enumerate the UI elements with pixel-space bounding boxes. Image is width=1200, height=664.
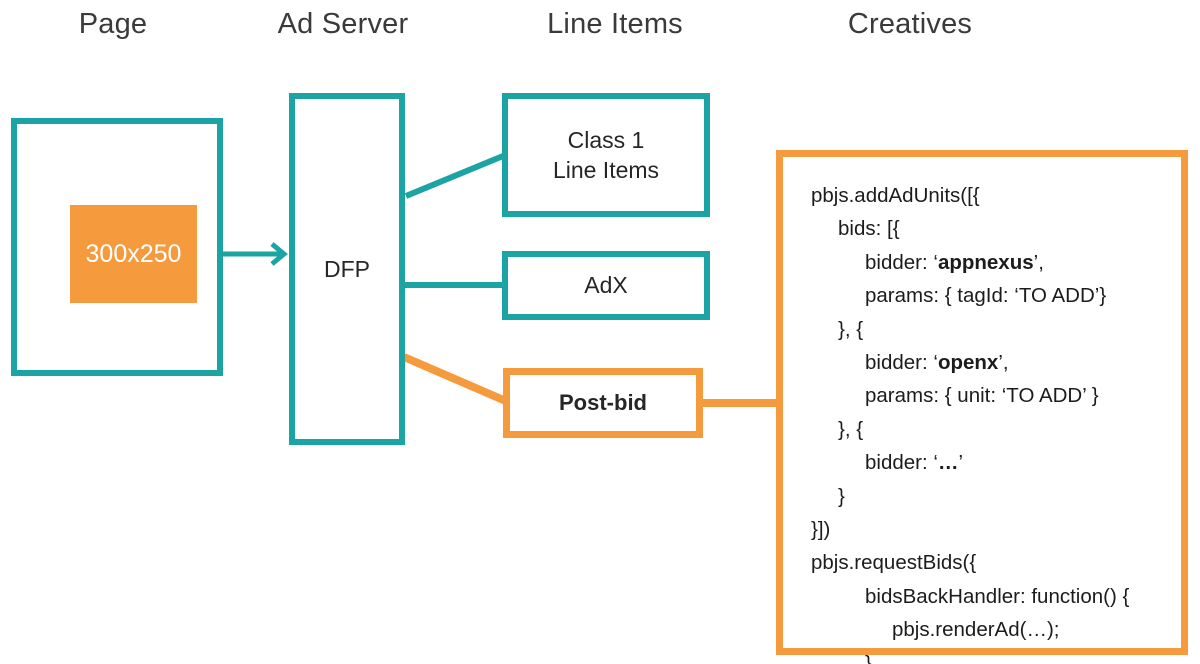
code-token: bids: [{ [838, 217, 900, 241]
code-token: } [838, 484, 845, 508]
code-line: bidder: ‘appnexus’, [811, 246, 1171, 279]
code-token: params: { unit: ‘TO ADD’ } [865, 384, 1099, 408]
code-token: bidsBackHandler: function() { [865, 584, 1130, 608]
code-token: bidder: ‘ [865, 250, 938, 274]
column-header-page: Page [78, 8, 148, 40]
code-token: ’ [958, 451, 963, 475]
code-token: bidder: ‘ [865, 351, 938, 375]
code-token: bidder: ‘ [865, 451, 938, 475]
line-item-box-post-bid-label: Post-bid [559, 390, 647, 416]
code-token-bold: openx [937, 351, 999, 375]
ad-server-box-label: DFP [324, 255, 370, 282]
ad-server-box-dfp[interactable]: DFP [289, 93, 405, 445]
code-token: }]) [811, 518, 831, 542]
line-item-box-class1[interactable]: Class 1 Line Items [502, 93, 710, 217]
code-line: bidder: ‘openx’, [811, 346, 1171, 379]
code-token-bold: appnexus [937, 250, 1034, 274]
creatives-code-box[interactable]: pbjs.addAdUnits([{bids: [{bidder: ‘appne… [776, 150, 1188, 664]
column-header-ad-server: Ad Server [277, 8, 409, 40]
code-token: } [865, 651, 872, 664]
code-token: pbjs.renderAd(…); [892, 618, 1060, 642]
creative-slot-300x250[interactable]: 300x250 [70, 205, 197, 303]
code-token: ’, [1033, 250, 1044, 274]
line-item-box-class1-label-line1: Class 1 [567, 126, 645, 153]
code-token: ’, [998, 351, 1009, 375]
code-token: }, { [838, 317, 864, 341]
code-line: }]) [811, 513, 1171, 546]
line-item-box-adx[interactable]: AdX [502, 251, 710, 320]
code-line: bidder: ‘…’ [811, 446, 1171, 479]
line-item-box-post-bid[interactable]: Post-bid [503, 368, 703, 438]
code-token-bold: … [937, 451, 959, 475]
line-item-box-adx-label: AdX [584, 272, 628, 299]
code-line: bids: [{ [811, 212, 1171, 245]
code-line: }, { [811, 413, 1171, 446]
code-line: pbjs.addAdUnits([{ [811, 179, 1171, 212]
column-header-creatives: Creatives [847, 8, 973, 40]
code-line: } [811, 480, 1171, 513]
code-line: } [811, 647, 1171, 664]
code-line: params: { unit: ‘TO ADD’ } [811, 379, 1171, 412]
code-line: pbjs.requestBids({ [811, 546, 1171, 579]
code-token: }, { [838, 417, 864, 441]
line-item-box-class1-label-line2: Line Items [552, 157, 660, 183]
code-line: params: { tagId: ‘TO ADD’} [811, 279, 1171, 312]
code-line: bidsBackHandler: function() { [811, 580, 1171, 613]
code-line: pbjs.renderAd(…); [811, 613, 1171, 646]
column-header-line-items: Line Items [547, 8, 683, 40]
code-line: }, { [811, 313, 1171, 346]
code-token: params: { tagId: ‘TO ADD’} [865, 284, 1107, 308]
creatives-code-listing: pbjs.addAdUnits([{bids: [{bidder: ‘appne… [811, 179, 1171, 664]
code-token: pbjs.addAdUnits([{ [811, 184, 980, 207]
code-token: pbjs.requestBids({ [811, 551, 977, 575]
creative-slot-label: 300x250 [85, 239, 182, 268]
